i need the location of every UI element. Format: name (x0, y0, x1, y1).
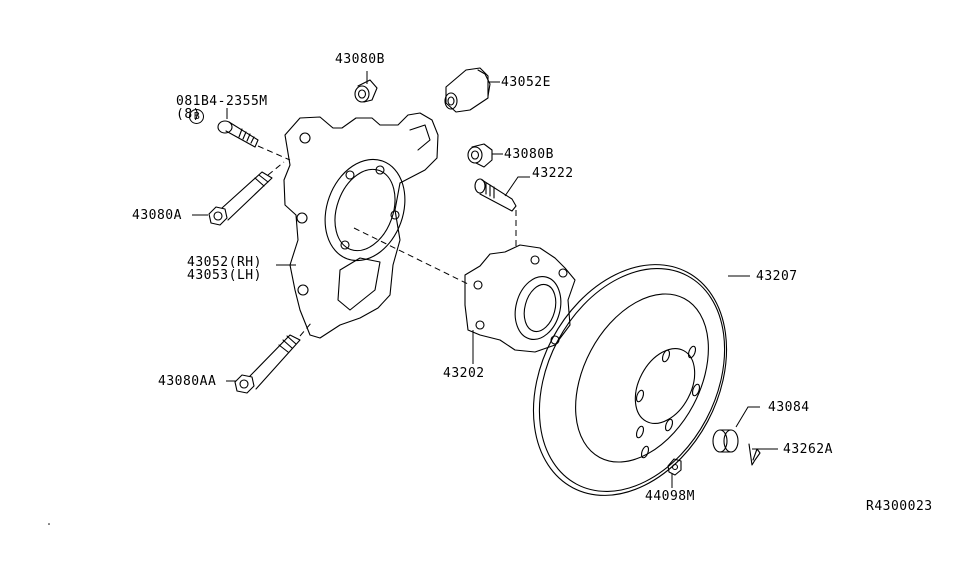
label-43222[interactable]: 43222 (532, 166, 574, 181)
badge-B-icon: B (156, 95, 205, 138)
bolt-lower-part[interactable] (226, 321, 313, 394)
label-081B4-2355M[interactable]: 081B4-2355M (176, 94, 268, 109)
stray-dot (48, 523, 50, 525)
label-43202[interactable]: 43202 (443, 366, 485, 381)
label-43262A[interactable]: 43262A (783, 442, 833, 457)
badge-letter: B (189, 109, 205, 124)
hub-cap-part[interactable] (712, 406, 760, 453)
nut-part[interactable] (667, 458, 682, 488)
cotter-pin-part[interactable] (748, 443, 778, 466)
hub-bolt-part[interactable] (474, 176, 530, 250)
bushing-top-part[interactable] (354, 71, 378, 103)
label-qty-8: (8) (176, 107, 201, 122)
label-43080B-top[interactable]: 43080B (335, 52, 385, 67)
label-43084[interactable]: 43084 (768, 400, 810, 415)
label-43207[interactable]: 43207 (756, 269, 798, 284)
label-43052E[interactable]: 43052E (501, 75, 551, 90)
bushing-knuckle-part[interactable] (444, 67, 500, 113)
label-44098M[interactable]: 44098M (645, 489, 695, 504)
label-43080AA[interactable]: 43080AA (158, 374, 217, 389)
label-43080B-right[interactable]: 43080B (504, 147, 554, 162)
bolt-flange-part[interactable] (217, 108, 291, 161)
brake-rotor-part[interactable] (495, 231, 765, 529)
label-43052-RH[interactable]: 43052(RH) (187, 255, 262, 270)
bushing-right-part[interactable] (467, 143, 503, 168)
bolt-upper-part[interactable] (192, 161, 285, 226)
reference-code: R4300023 (866, 499, 933, 514)
hub-assembly-part[interactable] (464, 244, 576, 364)
label-43053-LH[interactable]: 43053(LH) (187, 268, 262, 283)
knuckle-part[interactable] (276, 112, 471, 339)
label-43080A[interactable]: 43080A (132, 208, 182, 223)
